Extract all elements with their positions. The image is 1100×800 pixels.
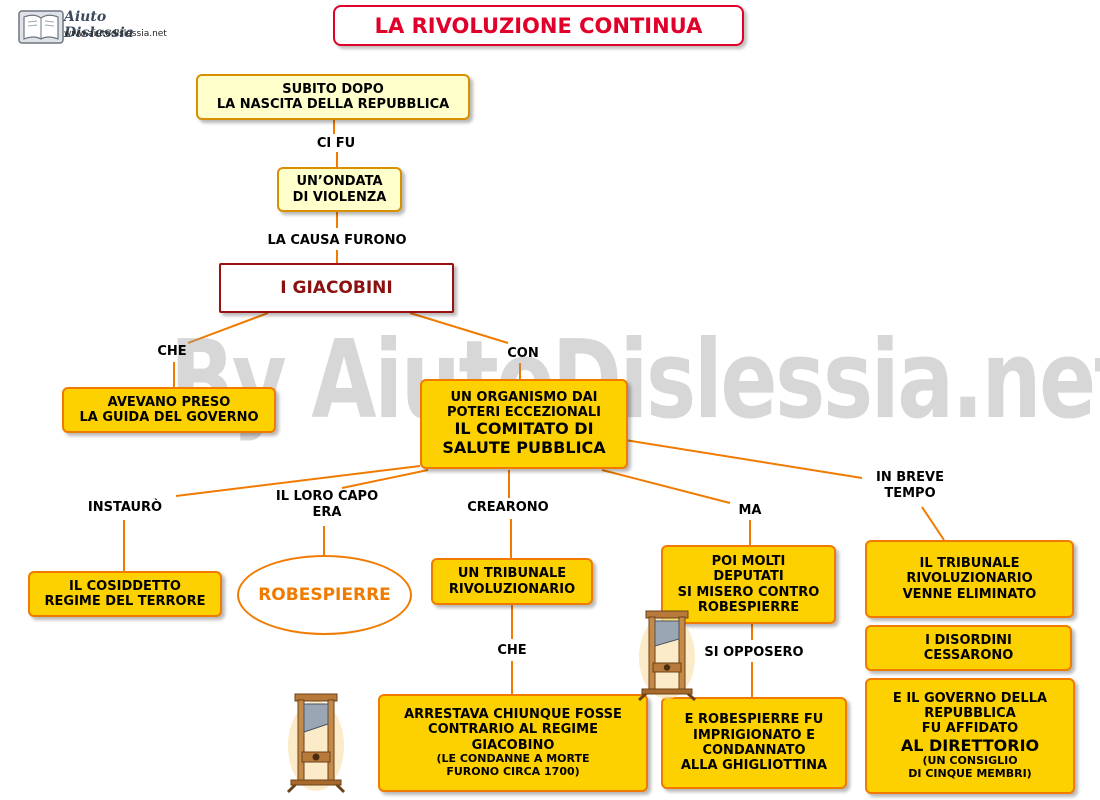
- node-disordini-cessarono-line-1: I DISORDINI: [925, 632, 1012, 648]
- label-in-breve-tempo: IN BREVE TEMPO: [876, 470, 944, 503]
- label-capo-line-2: ERA: [312, 505, 342, 521]
- node-arrestava-chiunque-line-5: FURONO CIRCA 1700): [446, 764, 580, 778]
- node-subito-dopo-line-2: LA NASCITA DELLA REPUBBLICA: [216, 97, 450, 112]
- node-direttorio-line-3: FU AFFIDATO: [921, 721, 1019, 737]
- node-guida-governo-line-1: AVEVANO PRESO: [107, 394, 231, 410]
- label-breve-line-1: IN BREVE: [876, 470, 944, 485]
- node-guida-governo-line-2: LA GUIDA DEL GOVERNO: [79, 410, 259, 425]
- node-tribunale-rivoluzionario-line-2: RIVOLUZIONARIO: [448, 581, 576, 597]
- label-che-arrestava: CHE: [497, 643, 527, 658]
- node-robespierre-ghigliottina-line-4: ALLA GHIGLIOTTINA: [680, 758, 828, 774]
- node-ondata-violenza-line-2: DI VIOLENZA: [292, 189, 387, 205]
- guillotine-icon: [286, 693, 346, 794]
- link-comitato-ma: [601, 469, 731, 504]
- node-comitato-salute-pubblica-line-3: IL COMITATO DI: [454, 419, 594, 439]
- node-direttorio-line-6: DI CINQUE MEMBRI): [908, 767, 1032, 781]
- node-disordini-cessarono-line-2: CESSARONO: [923, 648, 1014, 663]
- node-tribunale-eliminato-line-1: IL TRIBUNALE: [919, 556, 1020, 571]
- label-ma: MA: [738, 503, 762, 518]
- node-deputati-contro-line-3: SI MISERO CONTRO: [677, 584, 820, 600]
- label-si-opposero: SI OPPOSERO: [704, 645, 804, 660]
- link-comitato-capo: [341, 469, 429, 489]
- node-arrestava-chiunque-line-3: GIACOBINO: [471, 737, 555, 753]
- node-arrestava-chiunque-line-1: ARRESTAVA CHIUNQUE FOSSE: [404, 707, 622, 723]
- node-robespierre-line-1: ROBESPIERRE: [258, 584, 391, 605]
- label-ci-fu: CI FU: [316, 136, 356, 151]
- node-comitato-salute-pubblica-line-2: POTERI ECCEZIONALI: [447, 405, 601, 421]
- link-breve-eliminato: [921, 506, 945, 541]
- node-tribunale-eliminato-line-3: VENNE ELIMINATO: [902, 586, 1037, 602]
- node-tribunale-rivoluzionario-line-1: UN TRIBUNALE: [457, 566, 567, 582]
- node-robespierre-ghigliottina-line-3: CONDANNATO: [702, 743, 806, 758]
- node-arrestava-chiunque-line-4: (LE CONDANNE A MORTE: [436, 752, 590, 766]
- node-deputati-contro-line-1: POI MOLTI: [711, 553, 786, 569]
- node-giacobini: I GIACOBINI: [219, 263, 454, 313]
- node-comitato-salute-pubblica-line-1: UN ORGANISMO DAI: [450, 389, 598, 405]
- node-direttorio-line-1: E IL GOVERNO DELLA: [892, 690, 1048, 706]
- logo-url: www.aiutodislessia.net: [64, 29, 167, 39]
- label-capo: IL LORO CAPO ERA: [276, 489, 378, 522]
- node-regime-terrore-line-2: REGIME DEL TERRORE: [44, 594, 206, 609]
- logo[interactable]: Aiuto Dislessia www.aiutodislessia.net: [18, 8, 178, 44]
- node-giacobini-line-1: I GIACOBINI: [280, 277, 393, 298]
- node-comitato-salute-pubblica-line-4: SALUTE PUBBLICA: [442, 438, 606, 458]
- page-title: LA RIVOLUZIONE CONTINUA: [333, 5, 744, 46]
- label-capo-line-1: IL LORO CAPO: [275, 489, 379, 504]
- node-ondata-violenza-line-1: UN’ONDATA: [296, 174, 383, 190]
- node-direttorio-line-2: REPUBBLICA: [924, 705, 1016, 721]
- node-robespierre-ghigliottina-line-2: IMPRIGIONATO E: [693, 727, 815, 743]
- node-regime-terrore-line-1: IL COSIDDETTO: [69, 578, 181, 594]
- label-la-causa-furono: LA CAUSA FURONO: [267, 233, 407, 248]
- label-breve-line-2: TEMPO: [884, 486, 936, 502]
- node-robespierre: ROBESPIERRE: [237, 555, 412, 635]
- guillotine-icon: [637, 610, 697, 701]
- label-crearono: CREARONO: [467, 500, 549, 515]
- link-giacobini-con: [409, 312, 509, 344]
- link-comitato-instauro: [175, 465, 421, 497]
- book-icon: [18, 10, 64, 44]
- logo-name: Aiuto Dislessia: [64, 9, 134, 41]
- node-tribunale-eliminato-line-2: RIVOLUZIONARIO: [906, 571, 1033, 587]
- node-direttorio-line-5: (UN CONSIGLIO: [922, 754, 1018, 768]
- node-arrestava-chiunque-line-2: CONTRARIO AL REGIME: [428, 722, 598, 738]
- label-con: CON: [507, 346, 539, 361]
- node-robespierre-ghigliottina-line-1: E ROBESPIERRE FU: [684, 712, 824, 728]
- link-comitato-breve: [624, 439, 863, 479]
- node-deputati-contro-line-2: DEPUTATI: [713, 569, 784, 585]
- link-giacobini-che: [187, 312, 269, 344]
- node-deputati-contro-line-4: ROBESPIERRE: [697, 599, 800, 615]
- label-che-governo: CHE: [157, 344, 187, 359]
- node-direttorio-line-4: AL DIRETTORIO: [900, 735, 1040, 755]
- node-subito-dopo-line-1: SUBITO DOPO: [282, 81, 384, 97]
- label-instauro: INSTAURÒ: [87, 500, 163, 515]
